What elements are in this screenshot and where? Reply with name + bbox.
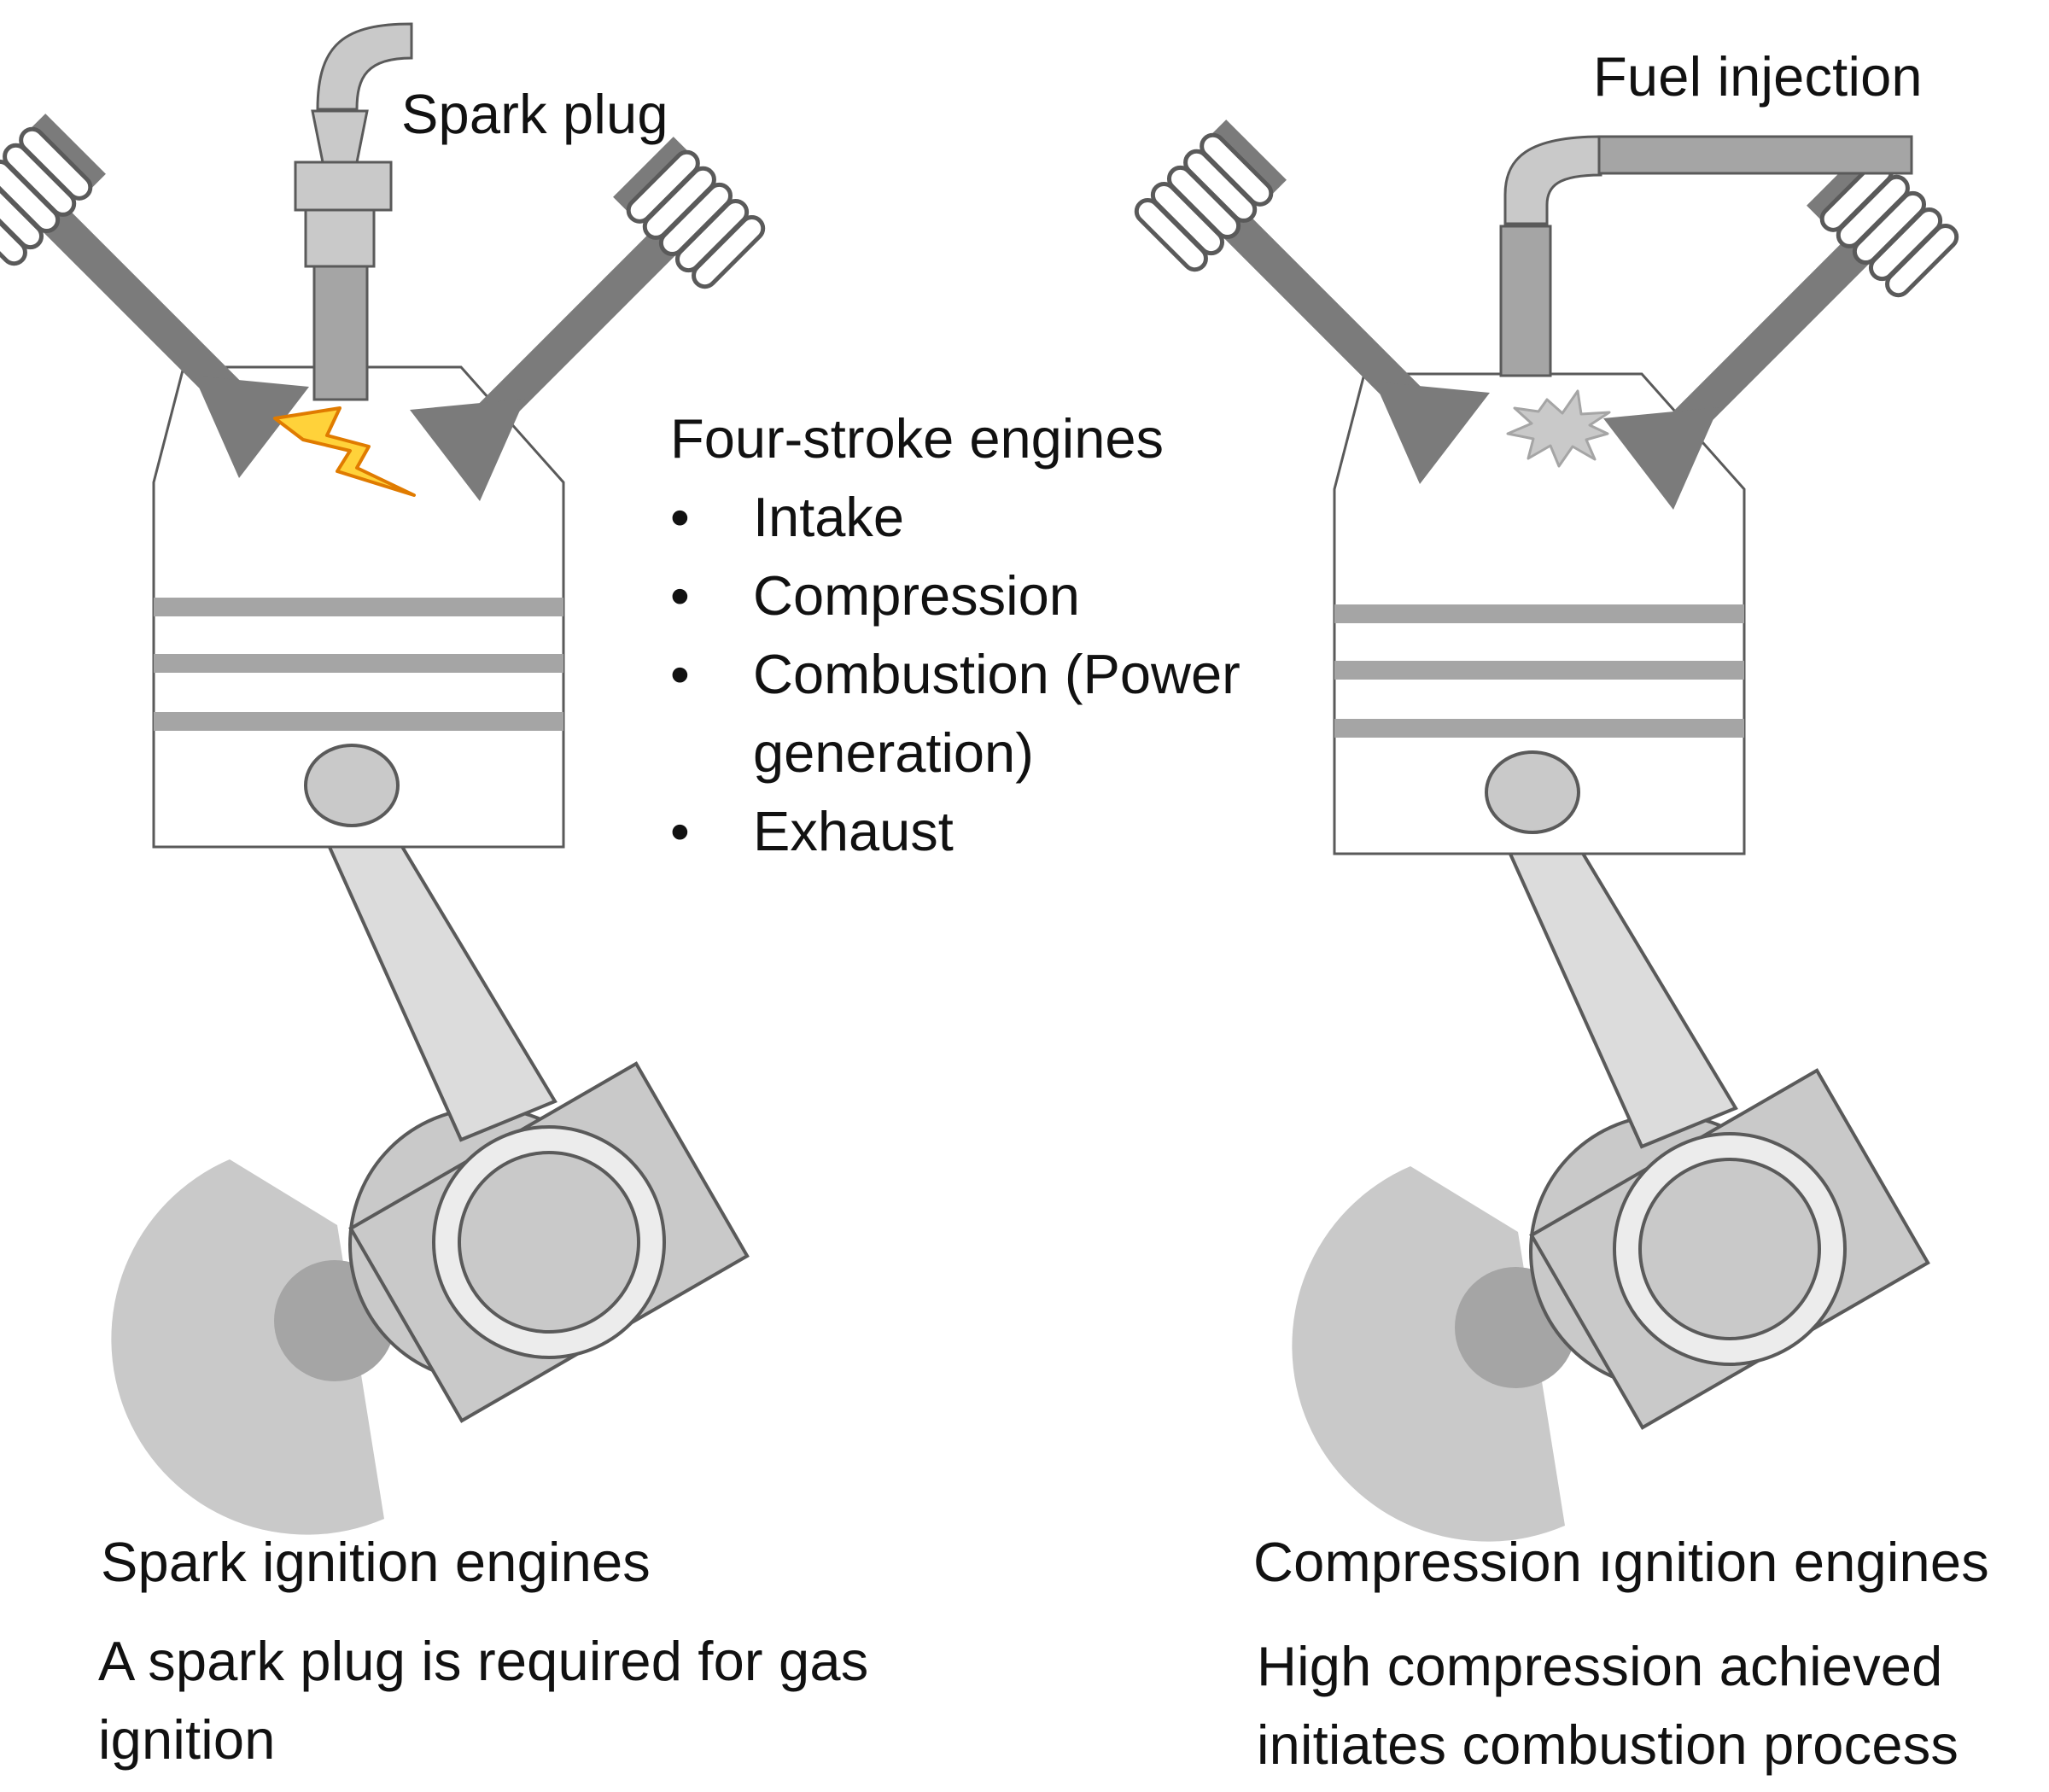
stroke-items: Intake Compression Combustion (Power gen… bbox=[670, 478, 1319, 871]
four-stroke-heading: Four-stroke engines bbox=[670, 407, 1165, 470]
spark-ignition-engine bbox=[0, 22, 768, 1537]
fuel-injection-label: Fuel injection bbox=[1593, 45, 1923, 108]
compression-ignition-title: Compression ıgnition engines bbox=[1253, 1531, 1989, 1593]
compression-ignition-description: High compression achieved initiates comb… bbox=[1257, 1635, 1959, 1776]
compression-engine-piston-assembly bbox=[1290, 372, 1930, 1544]
stroke-item-intake: Intake bbox=[670, 478, 1319, 557]
spark-plug bbox=[294, 22, 413, 401]
compression-ignition-engine bbox=[1132, 119, 1961, 1544]
stroke-item-combustion: Combustion (Power generation) bbox=[670, 635, 1319, 792]
stroke-item-compression: Compression bbox=[670, 557, 1319, 635]
stroke-item-exhaust: Exhaust bbox=[670, 792, 1319, 871]
four-stroke-list: Four-stroke engines Intake Compression C… bbox=[670, 400, 1319, 871]
compression-engine-exhaust-valve bbox=[1603, 144, 1961, 510]
spark-engine-intake-valve bbox=[0, 113, 309, 478]
spark-engine-piston-assembly bbox=[109, 365, 750, 1537]
spark-ignition-description: A spark plug is required for gas ignitio… bbox=[98, 1630, 869, 1771]
spark-ignition-title: Spark ignition engines bbox=[101, 1531, 651, 1593]
lightning-bolt-icon bbox=[273, 406, 416, 497]
fuel-injector bbox=[1499, 135, 1913, 377]
spark-plug-label: Spark plug bbox=[401, 83, 668, 145]
explosion-burst-icon bbox=[1506, 389, 1611, 468]
